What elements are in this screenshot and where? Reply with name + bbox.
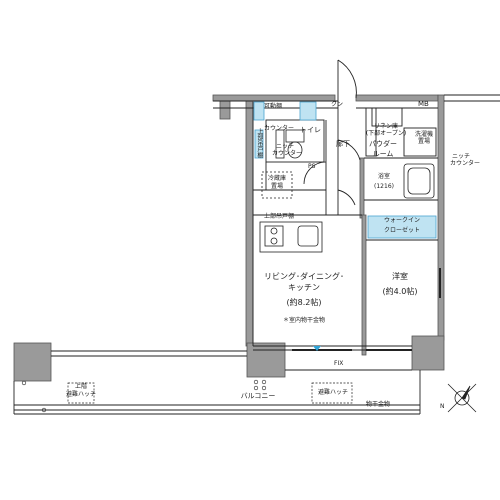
kitchen-fixtures <box>259 171 323 253</box>
western-room-name: 洋室 <box>392 272 408 281</box>
structural-walls <box>13 94 445 382</box>
walkin-closet-2: クローゼット <box>383 227 421 234</box>
corridor-label: 廊下 <box>336 140 350 148</box>
laundry-label-2: 置場 <box>417 138 431 145</box>
north-label: N <box>440 403 445 410</box>
bathtub <box>403 163 435 199</box>
storage-blocks <box>253 101 437 239</box>
evac-upper-2: 避難ハッチ <box>65 391 97 398</box>
fix-label: FIX <box>334 360 344 367</box>
western-room-size: (約4.0帖) <box>382 287 418 296</box>
niche-counter-2: カウンター <box>272 150 303 157</box>
niche-right-1: ニッチ <box>452 153 471 160</box>
upper-cabinet-label: 上部吊戸棚 <box>264 213 295 220</box>
toilet-fixture <box>275 129 305 159</box>
powder-room-2: ルーム <box>372 150 394 158</box>
ldk-ceiling-note: ＊室内物干金物 <box>282 317 326 324</box>
counter-label: カウンター <box>264 125 295 132</box>
upper-shelf-label: 上部吊戸棚 <box>255 128 263 158</box>
niche-right-2: カウンター <box>450 160 481 167</box>
ldk-name-2: キッチン <box>288 283 320 292</box>
movable-shelf-label: 可動棚 <box>264 103 283 110</box>
laundry-label-1: 洗濯機 <box>414 131 434 138</box>
walkin-closet-1: ウォークイン <box>383 217 421 224</box>
niche-counter-1: ニッチ <box>276 143 295 150</box>
entrance-lines <box>337 59 500 206</box>
ps-label: PS <box>308 163 316 170</box>
linen-label-1: リネン庫 <box>373 123 399 130</box>
evac-hatch-label: 避難ハッチ <box>317 389 349 396</box>
north-compass <box>447 383 477 413</box>
fridge-label-2: 置場 <box>270 183 284 190</box>
balcony-poles <box>21 379 267 413</box>
window-marker <box>313 346 321 351</box>
evac-hatches <box>67 382 353 404</box>
toilet-label: トイレ <box>300 126 321 134</box>
ldk-size: (約8.2帖) <box>286 298 322 307</box>
ldk-name-1: リビング･ダイニング･ <box>264 272 344 281</box>
doors <box>252 102 441 351</box>
evac-upper-1: 上階 <box>74 383 88 390</box>
powder-room-1: パウダー <box>369 140 397 148</box>
bath-size: (1216) <box>374 183 394 190</box>
mb-label: MB <box>418 100 429 108</box>
shelf-text: クン <box>331 101 344 108</box>
linen-label-2: (下部オープン) <box>365 130 407 137</box>
fridge-label-1: 冷蔵庫 <box>267 175 287 182</box>
drying-rack-label: 物干金物 <box>366 401 391 408</box>
balcony-label: バルコニー <box>240 392 276 400</box>
balcony-area <box>13 350 421 415</box>
bath-label: 浴室 <box>377 173 391 180</box>
